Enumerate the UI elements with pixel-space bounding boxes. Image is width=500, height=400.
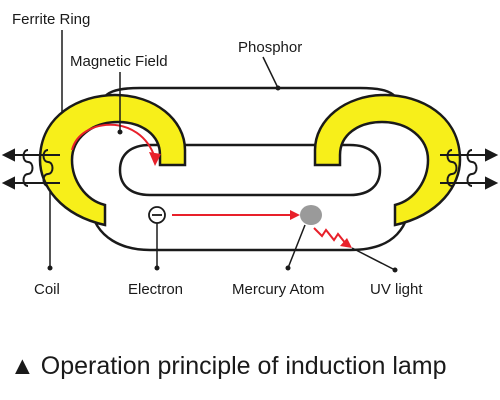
label-phosphor: Phosphor <box>238 39 302 56</box>
figure-caption: ▲Operation principle of induction lamp <box>10 352 447 381</box>
label-coil: Coil <box>34 281 60 298</box>
leader-lines <box>49 30 396 271</box>
label-magnetic-field: Magnetic Field <box>70 53 168 70</box>
caption-marker-icon: ▲ <box>10 352 35 380</box>
coil-lead-arrows-right <box>440 148 499 190</box>
uv-light-arrow <box>313 227 352 248</box>
label-mercury-atom: Mercury Atom <box>232 281 325 298</box>
coil-lead-arrows-left <box>1 148 60 190</box>
magnetic-field-arrow <box>71 123 161 166</box>
electron-symbol <box>148 206 166 224</box>
mercury-atom <box>300 205 322 225</box>
label-ferrite-ring: Ferrite Ring <box>12 11 90 28</box>
leader-dots <box>47 85 398 273</box>
ferrite-ring-left <box>38 93 187 227</box>
caption-text: Operation principle of induction lamp <box>40 352 447 380</box>
label-uv-light: UV light <box>370 281 423 298</box>
label-electron: Electron <box>128 281 183 298</box>
induction-lamp-diagram: Ferrite Ring Magnetic Field Phosphor Coi… <box>1 11 499 298</box>
electron-path-arrow <box>172 210 300 220</box>
ferrite-ring-right <box>313 93 462 227</box>
